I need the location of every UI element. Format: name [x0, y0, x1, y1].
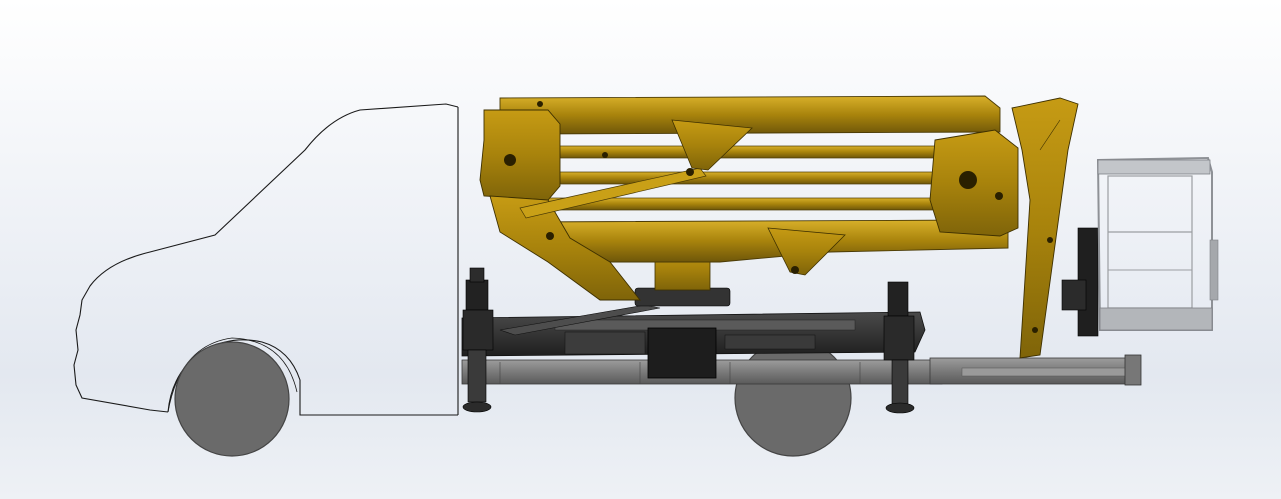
boom-icon: [479, 95, 1079, 359]
subframe: [461, 304, 926, 379]
wheel-icon: [174, 339, 852, 457]
outrigger-icon: [462, 267, 915, 414]
platform-basket-icon: [1061, 156, 1219, 337]
